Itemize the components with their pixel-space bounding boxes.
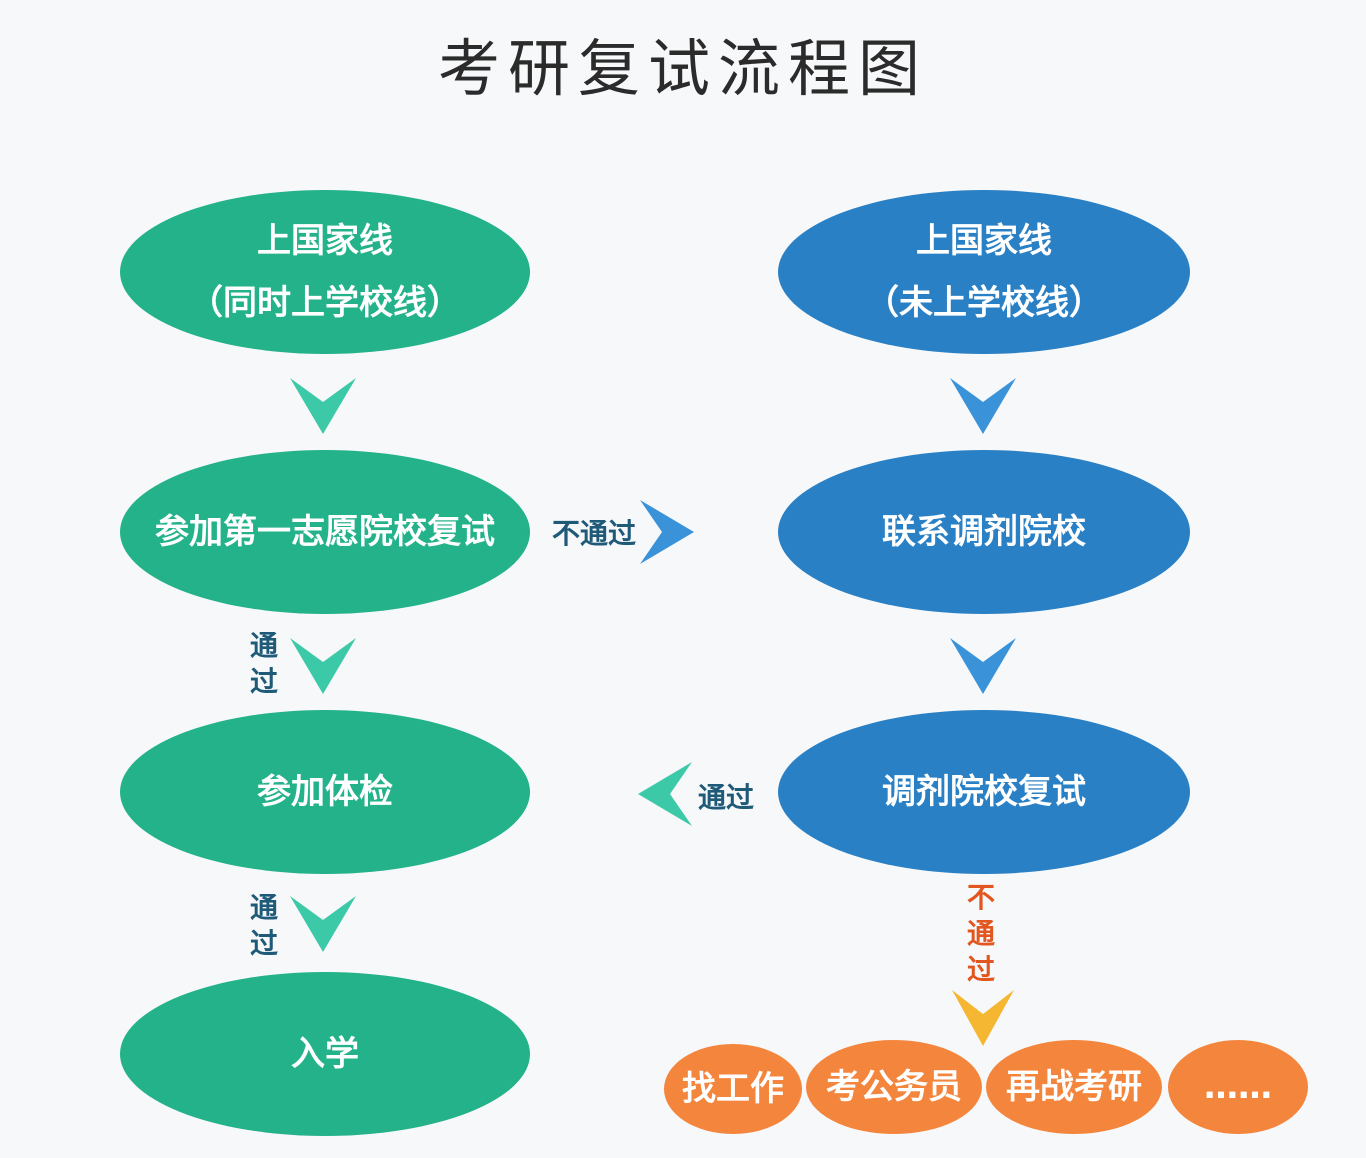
node-right-contact-label: 联系调剂院校 bbox=[882, 512, 1086, 552]
outcome-more: …… bbox=[1168, 1040, 1308, 1134]
arrow-down-icon bbox=[950, 378, 1016, 434]
label-pass-1: 通过 bbox=[249, 629, 278, 698]
node-left-first-retest-label: 参加第一志愿院校复试 bbox=[155, 512, 495, 552]
arrow-down-icon bbox=[290, 378, 356, 434]
node-right-start-line2: （未上学校线） bbox=[865, 283, 1103, 323]
label-pass-2: 通过 bbox=[249, 891, 278, 960]
node-left-physical: 参加体检 bbox=[120, 710, 530, 874]
outcome-more-label: …… bbox=[1204, 1067, 1272, 1107]
node-right-adjust-retest: 调剂院校复试 bbox=[778, 710, 1190, 874]
node-left-physical-label: 参加体检 bbox=[257, 772, 393, 812]
outcome-find-job: 找工作 bbox=[664, 1044, 802, 1134]
arrow-down-icon bbox=[290, 638, 356, 694]
node-right-start: 上国家线 （未上学校线） bbox=[778, 190, 1190, 354]
label-pass-from-adjust: 通过 bbox=[698, 781, 755, 814]
outcome-civil-service: 考公务员 bbox=[806, 1040, 982, 1134]
page-title: 考研复试流程图 bbox=[437, 32, 928, 105]
node-left-start-line2: （同时上学校线） bbox=[189, 283, 461, 323]
label-fail-to-adjust: 不通过 bbox=[552, 517, 637, 550]
arrow-left-icon bbox=[638, 762, 692, 826]
outcome-find-job-label: 找工作 bbox=[682, 1069, 784, 1109]
node-right-start-line1: 上国家线 bbox=[916, 221, 1052, 261]
node-right-contact: 联系调剂院校 bbox=[778, 450, 1190, 614]
node-left-enroll-label: 入学 bbox=[291, 1034, 359, 1074]
arrow-down-icon bbox=[950, 638, 1016, 694]
node-left-start: 上国家线 （同时上学校线） bbox=[120, 190, 530, 354]
outcome-retake-exam: 再战考研 bbox=[986, 1040, 1162, 1134]
outcome-civil-service-label: 考公务员 bbox=[826, 1067, 962, 1107]
outcome-retake-exam-label: 再战考研 bbox=[1006, 1067, 1142, 1107]
arrow-right-icon bbox=[640, 500, 694, 564]
node-left-start-line1: 上国家线 bbox=[257, 221, 393, 261]
node-right-adjust-retest-label: 调剂院校复试 bbox=[882, 772, 1086, 812]
arrow-down-icon bbox=[952, 990, 1014, 1046]
node-left-first-retest: 参加第一志愿院校复试 bbox=[120, 450, 530, 614]
node-left-enroll: 入学 bbox=[120, 972, 530, 1136]
label-fail-from-adjust: 不通过 bbox=[966, 881, 995, 986]
arrow-down-icon bbox=[290, 896, 356, 952]
